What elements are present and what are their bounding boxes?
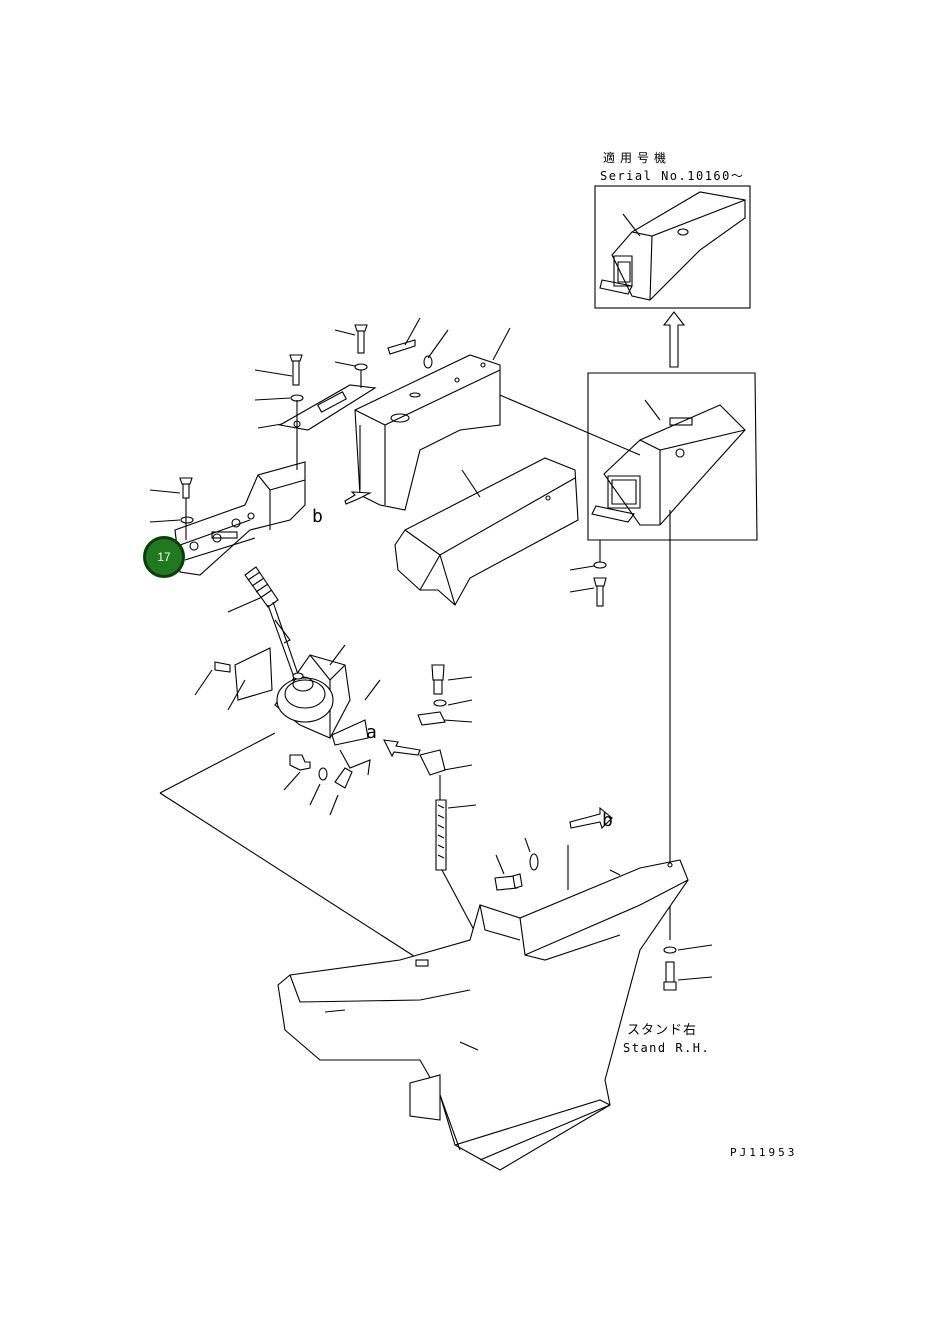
arrow-b-upper xyxy=(344,491,373,505)
marker-b-upper: b xyxy=(312,506,323,527)
bolt-under-cover xyxy=(569,540,607,607)
console-cover xyxy=(394,457,579,606)
serial-note-jp: 適用号機 xyxy=(603,150,671,165)
stand-note-en: Stand R.H. xyxy=(623,1041,710,1055)
main-bracket xyxy=(354,317,511,511)
arrow-a-upper xyxy=(383,739,421,758)
marker-b-lower: b xyxy=(602,810,613,831)
callout-number: 17 xyxy=(157,550,171,564)
cable-assembly xyxy=(417,664,491,961)
control-lever xyxy=(227,566,301,681)
arrow-b-lower xyxy=(569,806,613,830)
bolt-stack-left xyxy=(149,477,194,540)
serial-note-en: Serial No.10160～ xyxy=(600,169,744,183)
front-plate-bracket xyxy=(174,461,306,576)
stand-note-jp: スタンド右 xyxy=(627,1023,697,1038)
part-callout-17[interactable]: 17 xyxy=(143,536,185,578)
stand-rh xyxy=(277,837,689,1171)
upper-plate xyxy=(254,354,377,470)
lever-housing xyxy=(274,644,351,739)
bolt-stand-right xyxy=(663,944,713,991)
up-arrow xyxy=(662,311,686,368)
serial-detail-box xyxy=(594,185,751,309)
bracket-detail-box xyxy=(587,372,758,541)
marker-a-upper: a xyxy=(366,722,377,743)
bolt-stack-center xyxy=(334,324,368,388)
housing-bolts xyxy=(194,647,381,816)
drawing-code: PJ11953 xyxy=(730,1146,797,1159)
